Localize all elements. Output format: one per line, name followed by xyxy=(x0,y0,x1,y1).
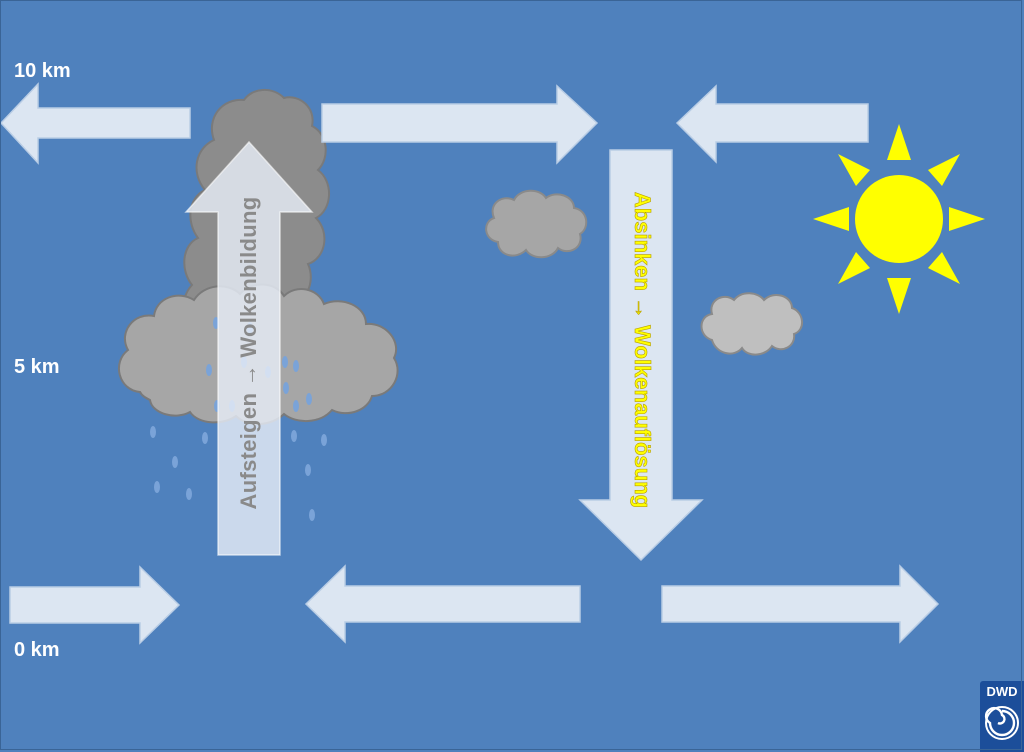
arrow-bottom-right xyxy=(661,564,940,644)
raindrop-icon xyxy=(293,360,299,372)
raindrop-icon xyxy=(202,432,208,444)
raindrop-icon xyxy=(309,509,315,521)
raindrop-icon xyxy=(150,426,156,438)
altitude-label-0km: 0 km xyxy=(14,639,60,661)
altitude-label-10km: 10 km xyxy=(14,60,71,82)
raindrop-icon xyxy=(306,393,312,405)
raindrop-icon xyxy=(172,456,178,468)
raindrop-icon xyxy=(305,464,311,476)
small-cloud-icon xyxy=(485,189,588,259)
raindrop-icon xyxy=(293,400,299,412)
raindrop-icon xyxy=(282,356,288,368)
raindrop-icon xyxy=(186,488,192,500)
rising-arrow xyxy=(184,140,314,556)
rising-label: Aufsteigen → Wolkenbildung xyxy=(236,196,261,510)
arrow-top-right xyxy=(675,84,869,164)
small-cloud-icon xyxy=(700,292,803,356)
sun-icon xyxy=(813,124,985,314)
altitude-label-5km: 5 km xyxy=(14,356,60,378)
dwd-logo-icon xyxy=(986,706,1018,738)
raindrop-icon xyxy=(154,481,160,493)
raindrop-icon xyxy=(206,364,212,376)
arrow-top-middle xyxy=(321,84,599,165)
raindrop-icon xyxy=(283,382,289,394)
sinking-label: Absinken → Wolkenauflösung xyxy=(630,191,656,509)
arrow-bottom-middle xyxy=(304,564,581,644)
raindrop-icon xyxy=(291,430,297,442)
arrow-bottom-left xyxy=(9,565,181,645)
sinking-arrow xyxy=(578,149,704,562)
arrow-top-left xyxy=(0,82,191,165)
raindrop-icon xyxy=(321,434,327,446)
